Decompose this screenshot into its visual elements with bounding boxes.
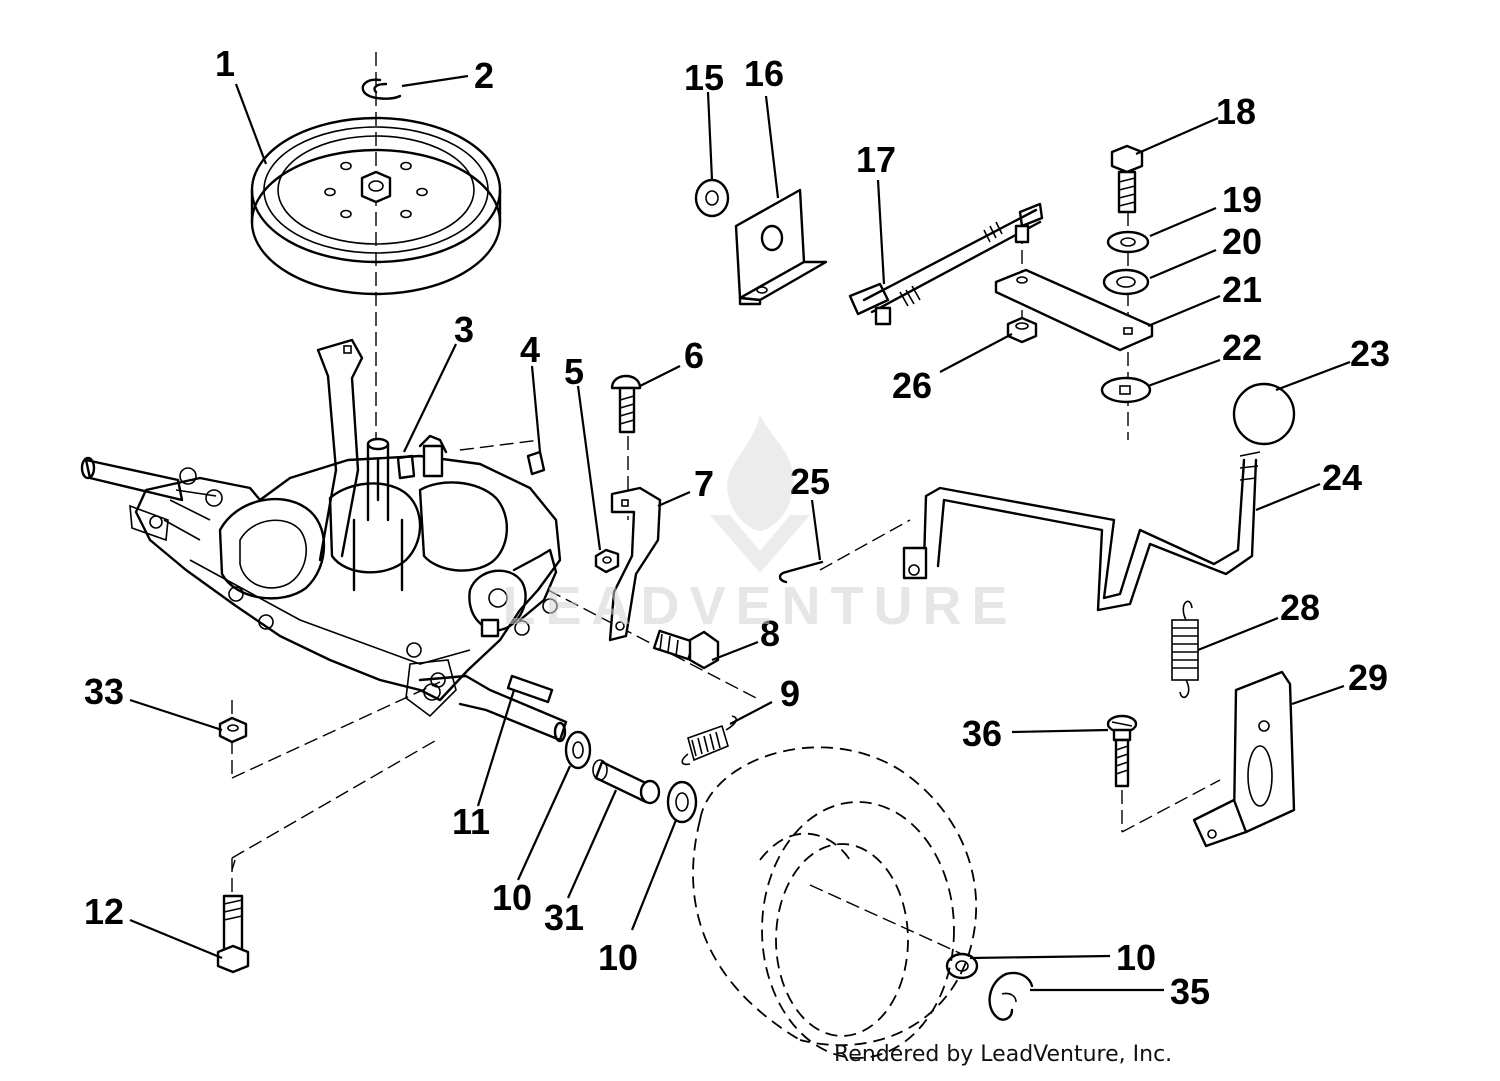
hex-bolt-part-8 xyxy=(652,629,720,670)
callout-8: 8 xyxy=(760,613,780,654)
callout-33: 33 xyxy=(84,671,124,712)
washer-part-10-left xyxy=(564,730,592,770)
callout-leaders xyxy=(129,74,1351,992)
spring-part-9 xyxy=(681,715,738,766)
callout-3: 3 xyxy=(454,309,474,350)
bolt-part-18 xyxy=(1110,144,1144,214)
callout-7: 7 xyxy=(694,463,714,504)
callout-19: 19 xyxy=(1222,179,1262,220)
spacer-part-31 xyxy=(592,759,661,805)
screw-part-36 xyxy=(1106,714,1138,788)
callout-4: 4 xyxy=(520,329,540,370)
bolt-part-12 xyxy=(216,894,250,974)
callout-36: 36 xyxy=(962,713,1002,754)
carriage-bolt-part-6 xyxy=(610,374,642,434)
tire-wheel-phantom xyxy=(692,746,978,1059)
key-part-11 xyxy=(506,674,554,704)
plate-part-21 xyxy=(994,268,1154,352)
callout-35: 35 xyxy=(1170,971,1210,1012)
callout-5: 5 xyxy=(564,351,584,392)
woodruff-key-part-4 xyxy=(526,450,546,476)
washer-part-15 xyxy=(694,178,730,218)
callout-2: 2 xyxy=(474,55,494,96)
pulley-part-1 xyxy=(250,116,502,296)
callout-22: 22 xyxy=(1222,327,1262,368)
e-clip-part-2 xyxy=(361,78,402,100)
callout-10-center: 10 xyxy=(598,937,638,978)
callout-1: 1 xyxy=(215,43,235,84)
washer-part-20 xyxy=(1102,268,1150,296)
shift-rod-part-17 xyxy=(848,202,1044,326)
callout-11: 11 xyxy=(452,801,490,842)
hex-nut-part-5 xyxy=(594,548,620,574)
callout-17: 17 xyxy=(856,139,896,180)
callout-31: 31 xyxy=(544,897,584,938)
callout-12: 12 xyxy=(84,891,124,932)
washer-part-10-right xyxy=(666,780,698,824)
bracket-part-7 xyxy=(608,486,662,642)
washer-part-22 xyxy=(1100,376,1152,404)
callout-25: 25 xyxy=(790,461,830,502)
knob-part-23 xyxy=(1232,382,1296,446)
callout-9: 9 xyxy=(780,673,800,714)
callout-15: 15 xyxy=(684,57,724,98)
callout-28: 28 xyxy=(1280,587,1320,628)
nut-part-33 xyxy=(218,716,248,744)
shift-lever-part-24 xyxy=(902,451,1261,612)
callout-6: 6 xyxy=(684,335,704,376)
transaxle-assembly xyxy=(80,338,568,743)
render-credit: Rendered by LeadVenture, Inc. xyxy=(834,1042,1173,1067)
bracket-part-29 xyxy=(1192,670,1296,848)
callout-20: 20 xyxy=(1222,221,1262,262)
callout-10-left: 10 xyxy=(492,877,532,918)
clip-part-35 xyxy=(988,971,1034,1021)
callout-21: 21 xyxy=(1222,269,1262,310)
callout-labels: 1 2 3 4 5 6 7 8 9 10 10 10 11 12 15 16 1… xyxy=(84,43,1390,1012)
nut-part-26 xyxy=(1006,316,1038,344)
callout-23: 23 xyxy=(1350,333,1390,374)
callout-10-right: 10 xyxy=(1116,937,1156,978)
washer-part-19 xyxy=(1106,230,1150,254)
callout-24: 24 xyxy=(1322,457,1362,498)
spring-part-28 xyxy=(1171,600,1199,698)
callout-16: 16 xyxy=(744,53,784,94)
washer-part-10-wheel xyxy=(945,952,979,980)
callout-29: 29 xyxy=(1348,657,1388,698)
angle-bracket-part-16 xyxy=(734,188,828,306)
callout-18: 18 xyxy=(1216,91,1256,132)
callout-26: 26 xyxy=(892,365,932,406)
cotter-pin-part-25 xyxy=(778,560,824,584)
